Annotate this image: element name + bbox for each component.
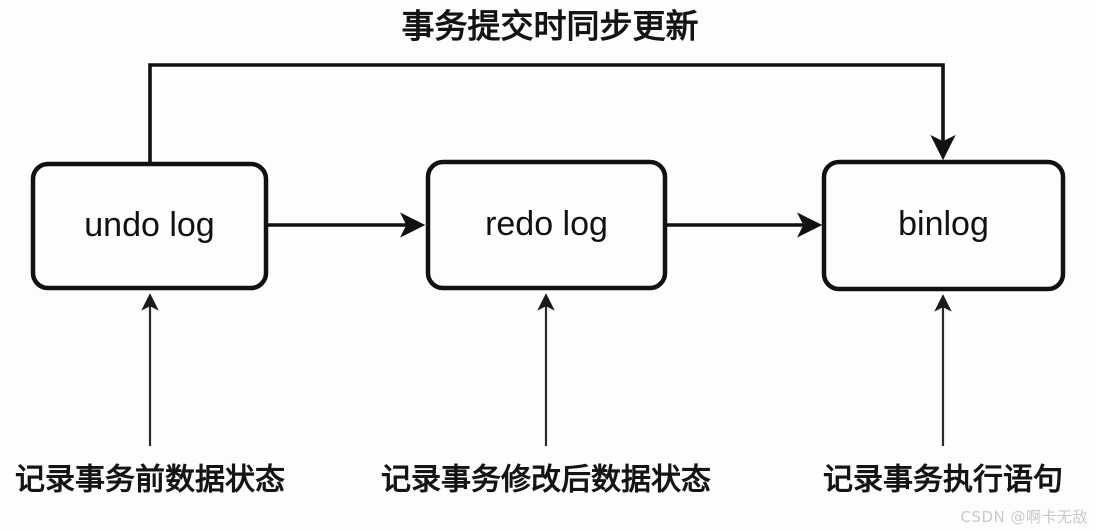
caption-undo-log: 记录事务前数据状态 <box>15 463 285 498</box>
caption-redo-log: 记录事务修改后数据状态 <box>381 463 711 498</box>
node-binlog[interactable]: binlog <box>821 159 1066 292</box>
edge-undo-to-binlog-top <box>148 63 956 164</box>
node-undo-log-label: undo log <box>84 206 214 244</box>
node-binlog-label: binlog <box>898 205 989 243</box>
node-undo-log[interactable]: undo log <box>30 161 269 291</box>
watermark: CSDN @啊卡无敌 <box>960 508 1088 526</box>
node-redo-log[interactable]: redo log <box>425 159 668 291</box>
edge-label-sync-on-commit: 事务提交时同步更新 <box>402 7 699 46</box>
node-binlog-shape[interactable] <box>821 159 1066 292</box>
node-redo-log-label: redo log <box>485 205 608 243</box>
caption-binlog: 记录事务执行语句 <box>823 463 1063 498</box>
